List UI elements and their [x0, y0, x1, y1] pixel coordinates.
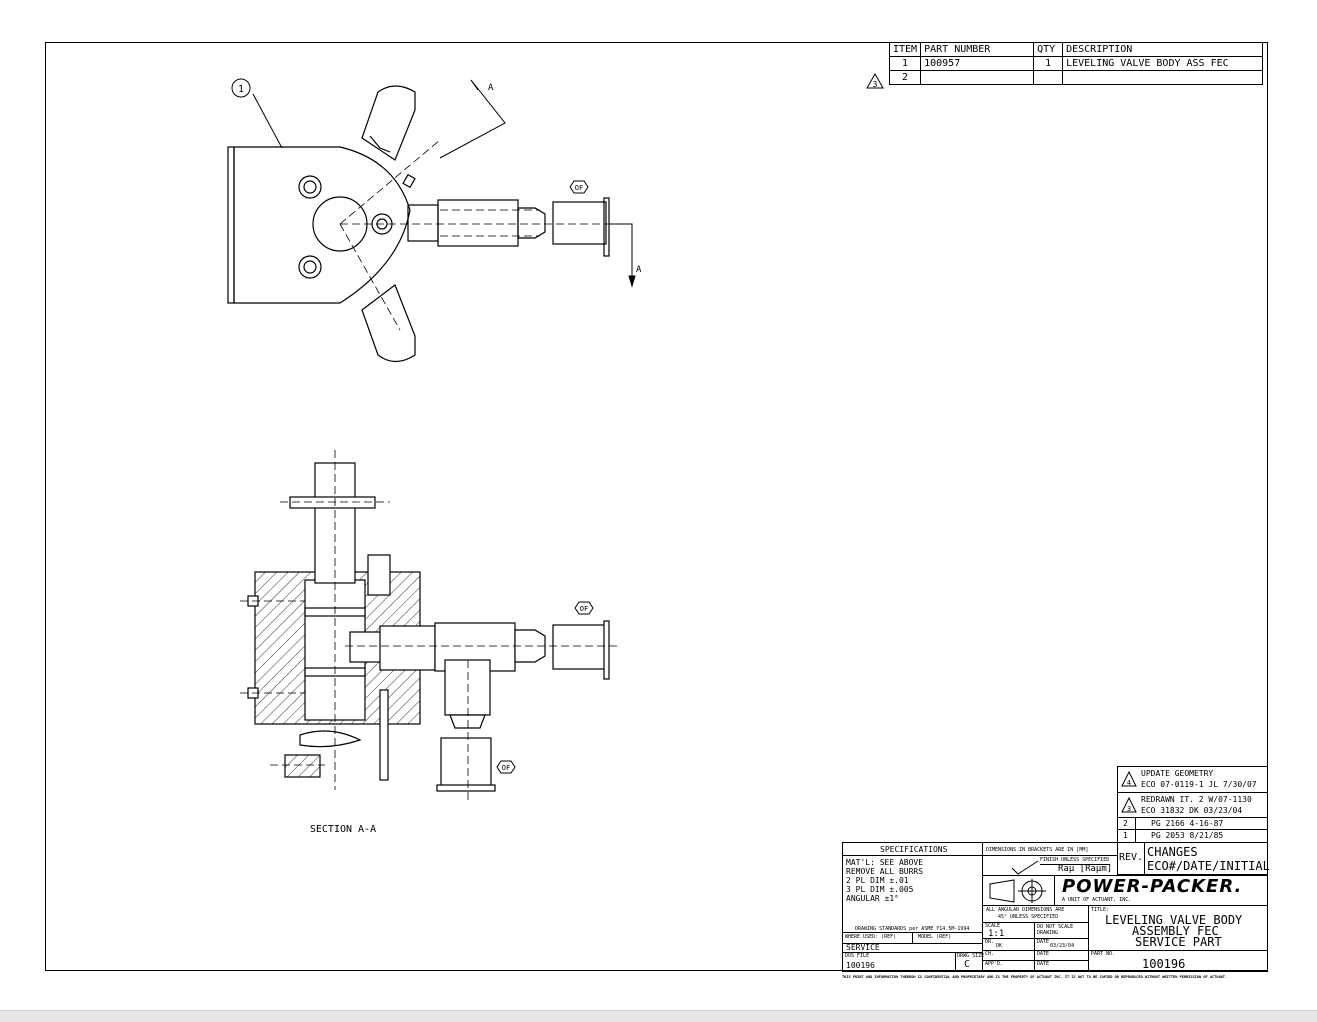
- revision-text: PG 2166 4-16-87: [1151, 819, 1224, 828]
- revision-flag-text: 3: [873, 80, 878, 89]
- item-balloon-text: 1: [238, 84, 244, 95]
- spec-line: MAT'L: SEE ABOVE: [846, 858, 924, 867]
- spec-line: ANGULAR ±1°: [846, 894, 899, 903]
- finish-value: Raμ [Raμm]: [1058, 864, 1113, 874]
- dos-file-label: DOS FILE: [845, 953, 870, 959]
- drawing-title-line: SERVICE PART: [1135, 935, 1222, 949]
- where-used-value: SERVICE: [846, 943, 880, 952]
- part-number-value: 100196: [1142, 957, 1186, 971]
- revision-flag-text: 3: [1127, 805, 1131, 813]
- table-row: 2: [888, 70, 1264, 85]
- divider: [982, 960, 1088, 961]
- divider: [982, 842, 983, 972]
- drawn-by-value: DK: [996, 943, 1003, 949]
- divider: [982, 855, 1117, 856]
- divider: [955, 952, 956, 972]
- divider: [982, 875, 1268, 876]
- spec-line: REMOVE ALL BURRS: [846, 867, 924, 876]
- drawing-size-value: C: [964, 959, 971, 970]
- eco-header-label: ECO#/DATE/INITIAL: [1147, 859, 1270, 873]
- of-tag-text: OF: [502, 764, 510, 772]
- of-tag-text: OF: [580, 605, 588, 613]
- drawing-sheet-border: [45, 42, 1268, 971]
- where-used-label: WHERE USED: (REF): [845, 934, 897, 940]
- part-number-label: PART NO.: [1091, 951, 1116, 957]
- spec-line: 2 PL DIM ±.01: [846, 876, 909, 885]
- divider: [1040, 864, 1110, 865]
- bill-of-materials-table: ITEM PART NUMBER QTY DESCRIPTION 1 10095…: [888, 42, 1264, 85]
- revision-flag-icon: 3: [1121, 797, 1137, 813]
- revision-text: REDRAWN IT. 2 W/07-1130: [1141, 795, 1252, 804]
- finish-note: FINISH UNLESS SPECIFIED: [1040, 857, 1110, 863]
- drawing-title-line: ASSEMBLY FEC: [1132, 924, 1219, 938]
- scale-label: SCALE: [985, 923, 1001, 929]
- divider: [982, 950, 1088, 951]
- angular-note: 45° UNLESS SPECIFIED: [998, 914, 1059, 920]
- revision-flag-icon: 3: [866, 73, 884, 89]
- divider: [1088, 905, 1089, 972]
- revision-text: ECO 07-0119-1 JL 7/30/07: [1141, 780, 1257, 789]
- divider: [982, 922, 1088, 923]
- confidentiality-notice: THIS PRINT AND INFORMATION THEREON IS CO…: [842, 975, 1228, 979]
- divider: [842, 855, 982, 856]
- approved-date-label: DATE: [1037, 961, 1050, 967]
- revision-flag-text: 4: [1127, 779, 1131, 787]
- surface-finish-icon: [1011, 860, 1039, 875]
- title-block: [842, 842, 1268, 972]
- date-label: DATE: [1037, 939, 1050, 945]
- spec-line: 3 PL DIM ±.005: [846, 885, 914, 894]
- rev-header-label: REV.: [1119, 852, 1144, 863]
- approved-label: APP'D.: [985, 961, 1004, 967]
- bom-header-row: ITEM PART NUMBER QTY DESCRIPTION: [888, 42, 1264, 57]
- divider: [982, 905, 1268, 906]
- divider: [842, 943, 982, 944]
- checked-label: CH.: [985, 951, 995, 957]
- projection-symbol-icon: [989, 879, 1046, 903]
- revision-text: UPDATE GEOMETRY: [1141, 769, 1214, 778]
- do-not-scale-note: DRAWING: [1037, 930, 1059, 936]
- do-not-scale-note: DO NOT SCALE: [1037, 924, 1074, 930]
- revision-text: PG 2053 8/21/85: [1151, 831, 1224, 840]
- dos-file-value: 100196: [846, 961, 875, 970]
- company-subtitle: A UNIT OF ACTUANT, INC.: [1062, 897, 1132, 903]
- divider: [1144, 842, 1145, 875]
- revision-flag-icon: 4: [1121, 771, 1137, 787]
- revision-number: 2: [1123, 819, 1128, 828]
- drawing-title-line: LEVELING VALVE BODY: [1105, 913, 1243, 927]
- divider: [982, 938, 1088, 939]
- scale-value: 1:1: [988, 929, 1005, 939]
- specifications-title: SPECIFICATIONS: [880, 845, 948, 854]
- company-logo: POWER-PACKER.: [1062, 876, 1243, 897]
- drawing-size-label: DRWG SIZE: [957, 953, 985, 959]
- divider: [842, 952, 982, 953]
- table-row: 1 100957 1 LEVELING VALVE BODY ASS FEC: [888, 56, 1264, 71]
- window-bottom-bar: [0, 1010, 1317, 1022]
- divider: [1088, 950, 1268, 951]
- section-marker-bottom: A: [636, 265, 642, 275]
- changes-header-label: CHANGES: [1147, 845, 1198, 859]
- revision-text: ECO 31832 DK 03/23/04: [1141, 806, 1243, 815]
- divider: [912, 932, 913, 943]
- date-value: 03/23/04: [1050, 943, 1075, 949]
- section-marker-top: A: [488, 83, 494, 93]
- bom-cell: [1062, 70, 1264, 85]
- drawing-standards-note: DRAWING STANDARDS per ASME Y14.5M-1994: [855, 926, 970, 932]
- of-tag-text: OF: [575, 184, 583, 192]
- bom-cell: 2: [888, 70, 922, 85]
- model-label: MODEL (REF): [918, 934, 952, 940]
- revision-number: 1: [1123, 831, 1128, 840]
- divider: [1034, 922, 1035, 972]
- drawn-by-label: DR.: [985, 939, 995, 945]
- check-date-label: DATE: [1037, 951, 1050, 957]
- title-label: TITLE:: [1091, 907, 1110, 913]
- divider: [1117, 792, 1268, 793]
- angular-note: ALL ANGULAR DIMENSIONS ARE: [986, 907, 1065, 913]
- divider: [1135, 817, 1136, 843]
- dimensions-note: DIMENSIONS IN BRACKETS ARE IN [MM]: [986, 847, 1089, 853]
- section-view-label: SECTION A-A: [310, 824, 376, 835]
- divider: [1054, 875, 1055, 905]
